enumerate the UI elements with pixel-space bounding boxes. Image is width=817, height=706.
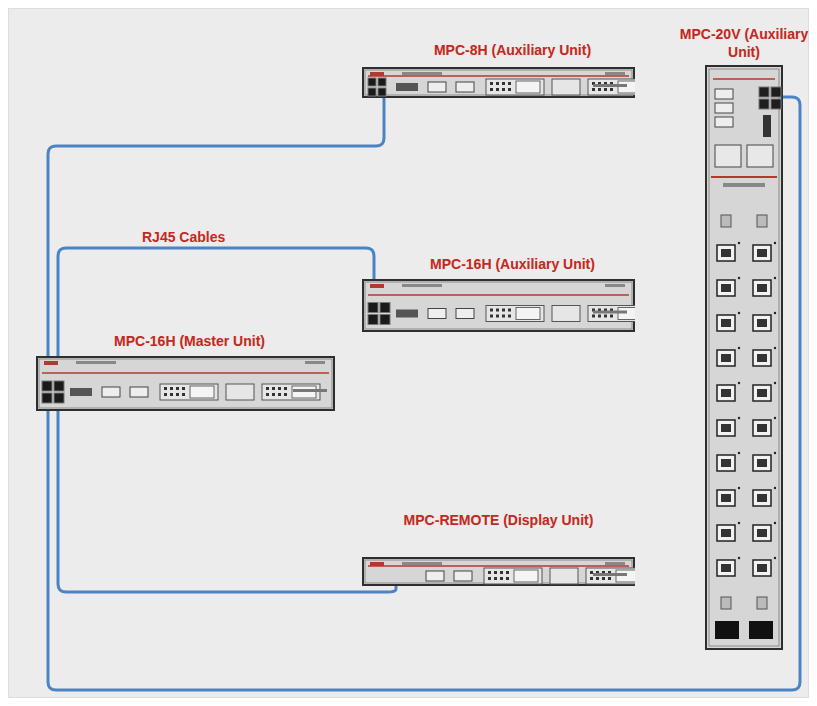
device-unit: MPC-16H (Master Unit) [36, 356, 335, 411]
background-panel [8, 8, 809, 698]
device-unit: MPC-REMOTE (Display Unit) [362, 557, 635, 586]
rj45-cable [58, 411, 396, 592]
unit-label: MPC-8H (Auxiliary Unit) [383, 41, 643, 59]
device-unit: MPC-20V (Auxiliary Unit) [705, 65, 783, 650]
device-faceplate [36, 356, 335, 411]
rj45-cable [48, 97, 800, 690]
device-faceplate [362, 279, 635, 332]
device-faceplate [705, 65, 783, 650]
unit-label: MPC-16H (Auxiliary Unit) [383, 255, 643, 273]
device-faceplate [362, 67, 635, 98]
cable-label: RJ45 Cables [140, 228, 227, 246]
rj45-cable [58, 248, 374, 356]
unit-label: MPC-20V (Auxiliary Unit) [679, 25, 809, 61]
device-faceplate [362, 557, 635, 586]
device-unit: MPC-16H (Auxiliary Unit) [362, 279, 635, 332]
rj45-cable [48, 98, 384, 356]
device-unit: MPC-8H (Auxiliary Unit) [362, 67, 635, 98]
unit-label: MPC-REMOTE (Display Unit) [359, 511, 639, 529]
unit-label: MPC-16H (Master Unit) [60, 332, 320, 350]
